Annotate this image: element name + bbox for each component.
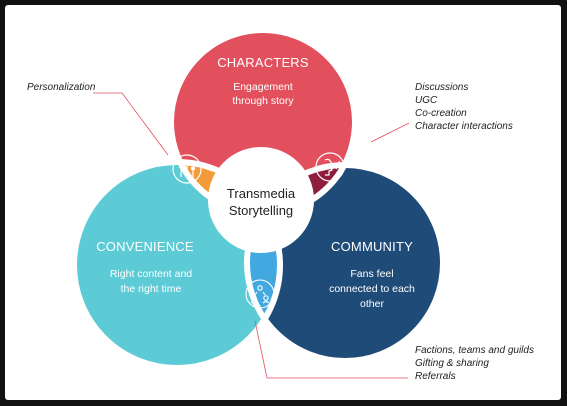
center-title-line1: Transmedia	[227, 186, 296, 201]
annotation-discussions: Discussions	[415, 82, 468, 93]
convenience-line2: the right time	[121, 283, 182, 295]
social-features-leader	[254, 320, 408, 379]
personalization-leader	[93, 92, 169, 156]
people-network-icon	[245, 279, 275, 309]
annotation-gifting: Gifting & sharing	[415, 358, 489, 369]
community-line2: connected to each	[329, 283, 415, 295]
community-line3: other	[360, 298, 384, 310]
center-disc	[208, 147, 314, 253]
annotation-ugc: UGC	[415, 95, 438, 106]
annotation-co-creation: Co-creation	[415, 108, 467, 119]
center-title-line2: Storytelling	[229, 203, 293, 218]
annotation-character-interactions: Character interactions	[415, 121, 513, 132]
annotation-personalization: Personalization	[27, 82, 96, 93]
speaking-head-icon	[315, 152, 345, 182]
community-features-leader	[370, 122, 410, 143]
venn-diagram: CHARACTERS Engagement through story CONV…	[27, 27, 534, 382]
characters-line2: through story	[232, 95, 294, 107]
community-line1: Fans feel	[350, 268, 393, 280]
diagram-canvas: CHARACTERS Engagement through story CONV…	[5, 5, 561, 400]
community-title: COMMUNITY	[331, 239, 413, 254]
sliders-icon	[172, 154, 202, 184]
convenience-line1: Right content and	[110, 268, 192, 280]
annotation-factions: Factions, teams and guilds	[415, 345, 534, 356]
characters-line1: Engagement	[233, 81, 293, 93]
characters-title: CHARACTERS	[217, 55, 309, 70]
convenience-title: CONVENIENCE	[96, 239, 194, 254]
annotation-referrals: Referrals	[415, 371, 456, 382]
